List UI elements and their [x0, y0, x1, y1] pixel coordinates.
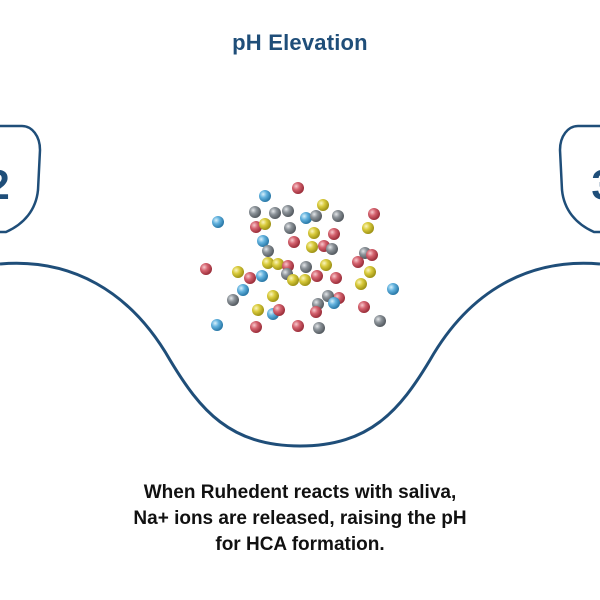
- valley-curve: [0, 261, 600, 448]
- step-badge-left: 2: [0, 124, 42, 234]
- ion-particle: [256, 270, 268, 282]
- ion-particle: [267, 290, 279, 302]
- ion-particle: [364, 266, 376, 278]
- ion-particle: [272, 258, 284, 270]
- step-number-left: 2: [0, 161, 10, 208]
- ion-particle: [355, 278, 367, 290]
- caption-line: Na+ ions are released, raising the pH: [133, 508, 467, 529]
- ion-particle: [284, 222, 296, 234]
- ion-particle: [288, 236, 300, 248]
- ion-particle: [310, 210, 322, 222]
- ion-particle: [387, 283, 399, 295]
- ion-particle: [300, 212, 312, 224]
- ion-particle: [299, 274, 311, 286]
- ion-particle: [332, 210, 344, 222]
- ion-particle: [374, 315, 386, 327]
- ion-particle: [237, 284, 249, 296]
- ion-particle: [317, 199, 329, 211]
- ion-particle: [292, 182, 304, 194]
- ion-particle: [311, 270, 323, 282]
- ion-particle: [352, 256, 364, 268]
- ion-particle: [326, 243, 338, 255]
- ion-particle: [320, 259, 332, 271]
- ion-particle: [362, 222, 374, 234]
- ion-particle: [328, 228, 340, 240]
- ion-particle: [200, 263, 212, 275]
- ion-particle: [232, 266, 244, 278]
- ion-particle: [257, 235, 269, 247]
- ion-particle: [368, 208, 380, 220]
- ion-particle: [366, 249, 378, 261]
- ion-particle: [292, 320, 304, 332]
- ion-particle: [308, 227, 320, 239]
- ion-particle: [273, 304, 285, 316]
- caption-text: When Ruhedent reacts with saliva, Na+ io…: [0, 480, 600, 558]
- ion-particle: [244, 272, 256, 284]
- ion-particle: [287, 274, 299, 286]
- ion-particle: [259, 218, 271, 230]
- ion-particle: [252, 304, 264, 316]
- ion-particle: [330, 272, 342, 284]
- ion-particle: [269, 207, 281, 219]
- ion-particle: [306, 241, 318, 253]
- step-badge-right: 3: [558, 124, 600, 234]
- ion-particle-cluster: [200, 182, 399, 334]
- ion-particle: [310, 306, 322, 318]
- ion-particle: [328, 297, 340, 309]
- ion-particle: [227, 294, 239, 306]
- caption-line: When Ruhedent reacts with saliva,: [143, 482, 457, 503]
- ion-particle: [250, 321, 262, 333]
- ion-particle: [212, 216, 224, 228]
- ion-particle: [300, 261, 312, 273]
- step-number-right: 3: [591, 161, 600, 208]
- ion-particle: [358, 301, 370, 313]
- ion-particle: [211, 319, 223, 331]
- ion-particle: [259, 190, 271, 202]
- caption-line: for HCA formation.: [215, 534, 385, 555]
- ion-particle: [282, 205, 294, 217]
- ion-particle: [262, 245, 274, 257]
- ion-particle: [249, 206, 261, 218]
- ion-particle: [262, 257, 274, 269]
- ion-particle: [313, 322, 325, 334]
- page-title: pH Elevation: [232, 30, 368, 55]
